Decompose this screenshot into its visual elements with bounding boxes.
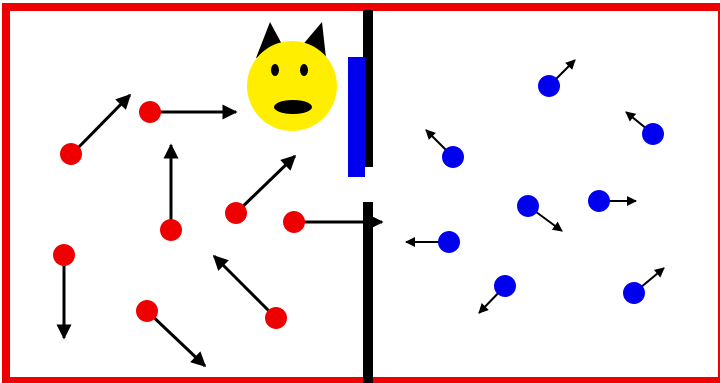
demon-right-eye <box>300 64 308 76</box>
demon-left-eye <box>271 64 279 76</box>
trapdoor-gate <box>348 57 365 177</box>
velocity-arrow <box>145 309 207 368</box>
cold-particle <box>438 231 460 253</box>
demon-mouth <box>274 100 312 114</box>
demon <box>247 22 337 131</box>
cold-particle <box>588 190 610 212</box>
hot-particle <box>60 143 82 165</box>
hot-particle <box>53 244 75 266</box>
cold-particle <box>517 195 539 217</box>
hot-particles <box>56 93 384 368</box>
cold-particle <box>623 282 645 304</box>
velocity-arrow <box>70 93 132 156</box>
cold-particle <box>442 146 464 168</box>
divider-wall-top <box>363 10 373 167</box>
velocity-arrow <box>234 154 297 215</box>
cold-particle <box>642 123 664 145</box>
hot-particle <box>265 307 287 329</box>
hot-particle <box>283 211 305 233</box>
hot-particle <box>225 202 247 224</box>
hot-particle <box>139 101 161 123</box>
demon-face <box>247 41 337 131</box>
divider-wall-bottom <box>363 202 373 383</box>
hot-particle <box>160 219 182 241</box>
cold-particle <box>494 275 516 297</box>
velocity-arrow <box>212 254 278 320</box>
hot-particle <box>136 300 158 322</box>
cold-particle <box>538 75 560 97</box>
